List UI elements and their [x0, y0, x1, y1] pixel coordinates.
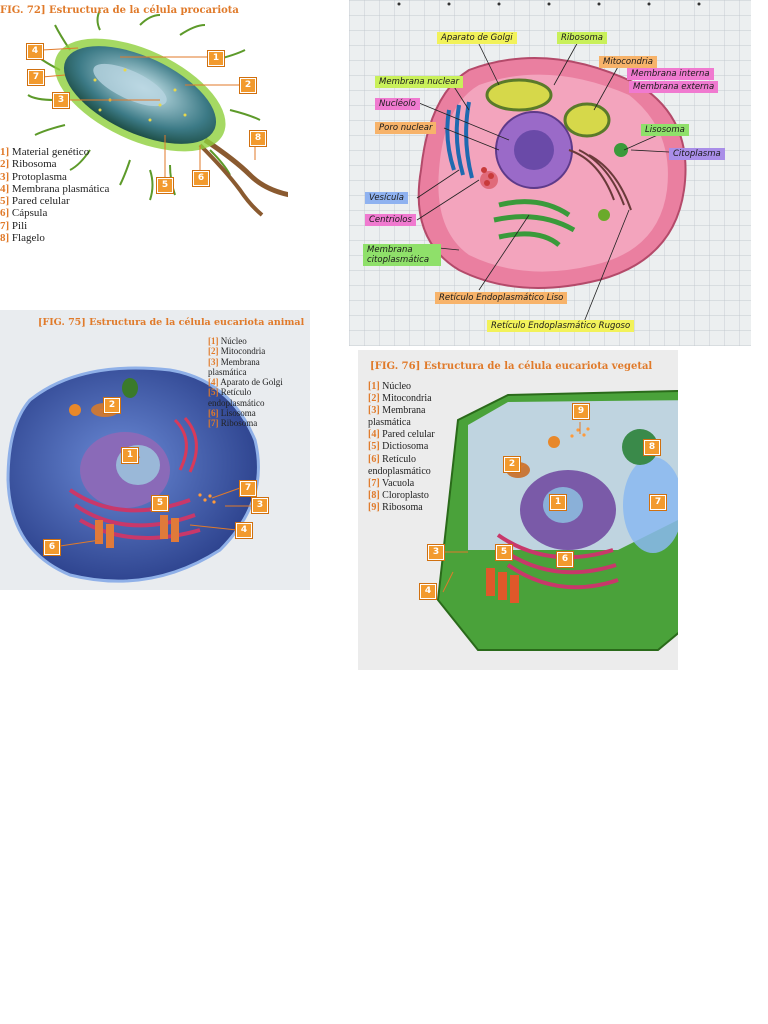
- badge-2: 2: [104, 398, 120, 413]
- label-vesicula: Vesícula: [365, 192, 408, 204]
- badge-3: 3: [428, 545, 444, 560]
- badge-7: 7: [240, 481, 256, 496]
- legend-item: 2] Ribosoma: [0, 158, 57, 171]
- legend-item: plasmática: [368, 417, 411, 429]
- legend-item: 4] Membrana plasmática: [0, 182, 110, 195]
- label-nucleolo: Nucléolo: [375, 98, 420, 110]
- legend-item: endoplasmático: [208, 397, 265, 408]
- label-membrana-externa: Membrana externa: [629, 81, 719, 93]
- legend-item: plasmática: [208, 366, 247, 377]
- label-membrana-nuclear: Membrana nuclear: [375, 76, 463, 88]
- legend-item: [4] Aparato de Golgi: [208, 377, 283, 388]
- legend-item: [8] Cloroplasto: [368, 489, 429, 501]
- legend-item: [1] Núcleo: [208, 336, 247, 346]
- prokaryote-figure: FIG. 72] Estructura de la célula procari…: [0, 0, 288, 258]
- legend-item: 1] Material genético: [0, 146, 90, 158]
- badge-3: 3: [252, 498, 268, 513]
- legend-item: [2] Mitocondria: [208, 346, 266, 357]
- animal-cell-illustration: [6, 366, 260, 583]
- legend-item: [2] Mitocondria: [368, 393, 432, 405]
- label-lisosoma: Lisosoma: [641, 124, 689, 136]
- label-citoplasma: Citoplasma: [669, 148, 725, 160]
- legend-item: [9] Ribosoma: [368, 501, 423, 513]
- handdrawn-cell-figure: Aparato de Golgi Ribosoma Mitocondria Me…: [349, 0, 751, 346]
- badge-4: 4: [236, 523, 252, 538]
- badge-6: 6: [44, 540, 60, 555]
- label-poro-nuclear: Poro nuclear: [375, 122, 437, 134]
- legend-item: 7] Pili: [0, 219, 28, 232]
- legend-item: [6] Lisosoma: [208, 408, 256, 419]
- label-membrana-citoplasmatica: Membrana citoplasmática: [363, 244, 441, 266]
- plant-legend: [1] Núcleo [2] Mitocondria [3] Membrana …: [368, 381, 435, 514]
- legend-item: [6] Retículo: [368, 453, 417, 465]
- legend-item: [7] Ribosoma: [208, 418, 258, 429]
- badge-7: 7: [28, 70, 44, 85]
- legend-item: 8] Flagelo: [0, 232, 45, 245]
- badge-5: 5: [152, 496, 168, 511]
- animal-legend: [1] Núcleo [2] Mitocondria [3] Membrana …: [208, 336, 283, 429]
- legend-item: 3] Protoplasma: [0, 170, 67, 183]
- handdrawn-cell-illustration: [349, 0, 751, 346]
- badge-1: 1: [122, 448, 138, 463]
- legend-item: [5] Retículo: [208, 387, 252, 398]
- prokaryote-title: FIG. 72] Estructura de la célula procari…: [0, 5, 239, 16]
- badge-7: 7: [650, 495, 666, 510]
- legend-item: [4] Pared celular: [368, 429, 435, 441]
- badge-3: 3: [53, 93, 69, 108]
- label-golgi: Aparato de Golgi: [437, 32, 517, 44]
- animal-cell-figure: [FIG. 75] Estructura de la célula eucari…: [0, 310, 310, 590]
- legend-item: [1] Núcleo: [368, 381, 412, 392]
- badge-6: 6: [193, 171, 209, 186]
- legend-item: [7] Vacuola: [368, 477, 415, 489]
- badge-4: 4: [420, 584, 436, 599]
- label-ribosoma: Ribosoma: [557, 32, 607, 44]
- badge-9: 9: [573, 404, 589, 419]
- legend-item: [3] Membrana: [368, 405, 426, 417]
- plant-cell-figure: [FIG. 76] Estructura de la célula eucari…: [358, 350, 678, 670]
- prokaryote-legend: 1] Material genético 2] Ribosoma 3] Prot…: [0, 146, 109, 244]
- plant-cell-illustration: [436, 389, 678, 651]
- label-membrana-interna: Membrana interna: [627, 68, 714, 80]
- plant-title: [FIG. 76] Estructura de la célula eucari…: [370, 361, 653, 372]
- legend-item: [5] Dictiosoma: [368, 441, 429, 453]
- animal-title: [FIG. 75] Estructura de la célula eucari…: [38, 317, 305, 328]
- badge-8: 8: [644, 440, 660, 455]
- legend-item: [3] Membrana: [208, 356, 260, 367]
- badge-1: 1: [550, 495, 566, 510]
- label-centriolos: Centriolos: [365, 214, 416, 226]
- legend-item: endoplasmático: [368, 465, 431, 477]
- badge-4: 4: [27, 44, 43, 59]
- badge-1: 1: [208, 51, 224, 66]
- label-re-liso: Retículo Endoplasmático Liso: [435, 292, 568, 304]
- legend-item: 5] Pared celular: [0, 195, 70, 208]
- badge-2: 2: [504, 457, 520, 472]
- legend-item: 6] Cápsula: [0, 207, 48, 220]
- label-re-rugoso: Retículo Endoplasmático Rugoso: [487, 320, 635, 332]
- badge-5: 5: [157, 178, 173, 193]
- badge-5: 5: [496, 545, 512, 560]
- badge-6: 6: [557, 552, 573, 567]
- label-mitocondria: Mitocondria: [599, 56, 657, 68]
- badge-2: 2: [240, 78, 256, 93]
- badge-8: 8: [250, 131, 266, 146]
